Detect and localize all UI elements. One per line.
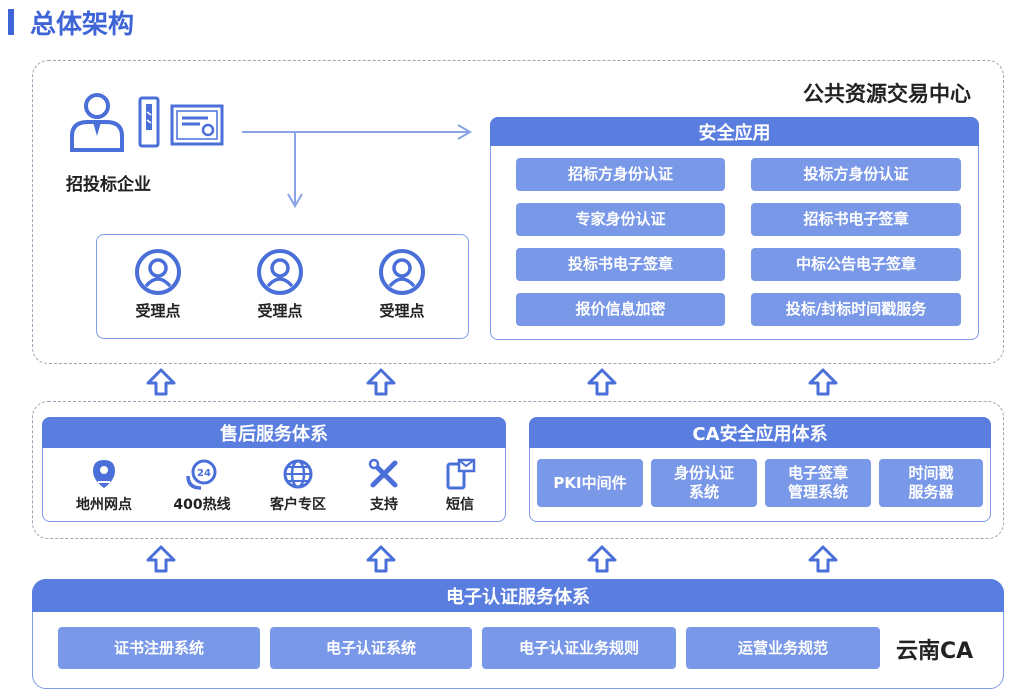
accept-point-label: 受理点: [135, 302, 181, 320]
sms-icon: [430, 458, 490, 490]
svg-text:24: 24: [197, 468, 211, 479]
up-arrow-icon: [808, 545, 838, 573]
up-arrow-icon: [146, 545, 176, 573]
after-sales-label: 地州网点: [76, 497, 132, 513]
up-arrow-icon: [366, 368, 396, 396]
up-arrow-icon: [808, 368, 838, 396]
after-sales-item[interactable]: 客户专区: [258, 458, 338, 514]
brand-label: 云南CA: [896, 639, 974, 664]
certificate-icon: [170, 104, 224, 146]
center-title: 公共资源交易中心: [803, 82, 971, 106]
phone-24h-icon: 24: [162, 458, 242, 490]
after-sales-label: 400热线: [173, 497, 231, 513]
security-app-item[interactable]: 投标书电子签章: [516, 248, 725, 281]
cert-service-item[interactable]: 电子认证业务规则: [482, 627, 676, 669]
cert-service-item[interactable]: 电子认证系统: [270, 627, 472, 669]
support-region: [32, 401, 1004, 539]
up-arrow-icon: [587, 368, 617, 396]
title-accent-bar: [8, 9, 14, 35]
security-app-header: 安全应用: [490, 117, 979, 146]
person-icon: [66, 92, 128, 152]
ca-security-item[interactable]: PKI中间件: [537, 459, 643, 507]
after-sales-header: 售后服务体系: [42, 417, 506, 448]
accept-point[interactable]: 受理点: [126, 248, 190, 321]
cert-service-item[interactable]: 运营业务规范: [686, 627, 880, 669]
security-app-item[interactable]: 专家身份认证: [516, 203, 725, 236]
accept-point-label: 受理点: [257, 302, 303, 320]
tools-icon: [354, 458, 414, 490]
after-sales-label: 支持: [370, 497, 398, 513]
security-app-item[interactable]: 招标书电子签章: [751, 203, 961, 236]
trading-center-region: [32, 60, 1004, 364]
up-arrow-icon: [587, 545, 617, 573]
user-circle-icon: [126, 248, 190, 296]
after-sales-item[interactable]: 地州网点: [66, 458, 142, 514]
ca-security-item[interactable]: 时间戳 服务器: [879, 459, 983, 507]
flow-arrows: [240, 124, 480, 218]
after-sales-label: 客户专区: [270, 497, 326, 513]
after-sales-item[interactable]: 支持: [354, 458, 414, 514]
up-arrow-icon: [146, 368, 176, 396]
accept-point[interactable]: 受理点: [370, 248, 434, 321]
ca-security-item[interactable]: 身份认证 系统: [651, 459, 757, 507]
cert-service-header: 电子认证服务体系: [32, 579, 1004, 612]
security-app-item[interactable]: 招标方身份认证: [516, 158, 725, 191]
after-sales-item[interactable]: 短信: [430, 458, 490, 514]
after-sales-item[interactable]: 24 400热线: [162, 458, 242, 514]
security-app-item[interactable]: 投标/封标时间戳服务: [751, 293, 961, 326]
security-app-item[interactable]: 报价信息加密: [516, 293, 725, 326]
usb-key-icon: [137, 96, 161, 148]
accept-point[interactable]: 受理点: [248, 248, 312, 321]
ca-security-header: CA安全应用体系: [529, 417, 991, 448]
location-pin-icon: [66, 458, 142, 490]
accept-point-label: 受理点: [379, 302, 425, 320]
after-sales-label: 短信: [446, 497, 474, 513]
security-app-item[interactable]: 投标方身份认证: [751, 158, 961, 191]
user-circle-icon: [248, 248, 312, 296]
page-title: 总体架构: [30, 10, 135, 40]
user-circle-icon: [370, 248, 434, 296]
ca-security-item[interactable]: 电子签章 管理系统: [765, 459, 871, 507]
enterprise-label: 招投标企业: [66, 175, 151, 195]
security-app-item[interactable]: 中标公告电子签章: [751, 248, 961, 281]
cert-service-item[interactable]: 证书注册系统: [58, 627, 260, 669]
up-arrow-icon: [366, 545, 396, 573]
globe-icon: [258, 458, 338, 490]
